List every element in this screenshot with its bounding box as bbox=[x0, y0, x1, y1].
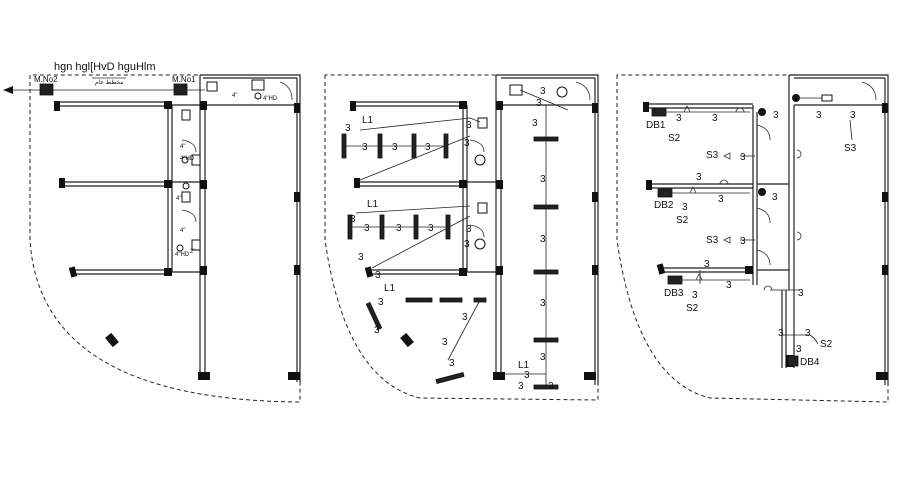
circuit-label: 3 bbox=[772, 192, 778, 203]
circuit-label: 3 bbox=[676, 113, 682, 124]
circuit-label: 3 bbox=[548, 381, 554, 392]
plan3-circuit-labels: 3 3 3 3 3 3 3 3 3 3 3 3 3 3 3 3 3 3 bbox=[676, 110, 856, 355]
light-label-l1-a: L1 bbox=[362, 115, 374, 126]
circuit-label: 3 bbox=[466, 224, 472, 235]
distribution-board-db3: DB3 bbox=[664, 275, 684, 299]
plan-3-distribution-layout: DB1 DB2 DB3 DB4 bbox=[616, 74, 889, 403]
pipe-label-6: 4" bbox=[176, 196, 181, 202]
light-label-l1-d: L1 bbox=[518, 360, 530, 371]
circuit-label: 3 bbox=[718, 194, 724, 205]
circuit-label: 3 bbox=[396, 223, 402, 234]
circuit-label: 3 bbox=[778, 328, 784, 339]
circuit-label: 3 bbox=[850, 110, 856, 121]
circuit-label: 3 bbox=[374, 325, 380, 336]
circuit-label: 3 bbox=[364, 223, 370, 234]
circuit-label: 3 bbox=[726, 280, 732, 291]
circuit-label: 3 bbox=[696, 172, 702, 183]
circuit-label: 3 bbox=[464, 138, 470, 149]
circuit-label: 3 bbox=[442, 337, 448, 348]
plan2-circuit-labels: 3 3 3 3 3 3 3 3 3 3 3 3 3 3 3 3 3 3 3 3 … bbox=[345, 86, 554, 392]
pipe-label-1: 4" bbox=[232, 93, 237, 99]
header-title: hgn hgl[HvD hguHlm bbox=[54, 61, 156, 73]
meter-no2-label: M.No2 bbox=[34, 75, 58, 84]
light-label-l1-c: L1 bbox=[384, 283, 396, 294]
circuit-label: 3 bbox=[345, 123, 351, 134]
circuit-label: 3 bbox=[378, 297, 384, 308]
circuit-label: 3 bbox=[466, 120, 472, 131]
plan-1-ground-layout: M.No2 M.No1 4" 4"HD 4" 4"HD 4" 4" 2" 4"H… bbox=[29, 74, 301, 403]
circuit-label: 3 bbox=[540, 234, 546, 245]
pipe-label-3: 4" bbox=[180, 144, 185, 150]
pipe-label-5: 4" bbox=[180, 228, 185, 234]
circuit-label: 3 bbox=[532, 118, 538, 129]
circuit-label: 3 bbox=[350, 214, 356, 225]
switch-label-s2-d: S2 bbox=[820, 339, 833, 350]
circuit-label: 3 bbox=[540, 352, 546, 363]
circuit-label: 3 bbox=[773, 110, 779, 121]
circuit-label: 3 bbox=[712, 113, 718, 124]
circuit-label: 3 bbox=[816, 110, 822, 121]
pipe-label-4: 4"HD bbox=[180, 156, 195, 162]
circuit-label: 3 bbox=[428, 223, 434, 234]
pipe-label-2: 4"HD bbox=[263, 96, 278, 102]
circuit-label: 3 bbox=[524, 370, 530, 381]
plan-2-lighting-layout: L1 L1 L1 L1 3 3 3 3 3 3 3 3 3 3 3 3 3 3 … bbox=[324, 74, 599, 401]
circuit-label: 3 bbox=[540, 86, 546, 97]
circuit-label: 3 bbox=[449, 358, 455, 369]
distribution-board-db4: DB4 bbox=[787, 355, 820, 368]
circuit-label: 3 bbox=[425, 142, 431, 153]
circuit-label: 3 bbox=[692, 290, 698, 301]
circuit-label: 3 bbox=[375, 270, 381, 281]
circuit-label: 3 bbox=[392, 142, 398, 153]
circuit-label: 3 bbox=[536, 98, 542, 109]
db3-label: DB3 bbox=[664, 288, 684, 299]
circuit-label: 3 bbox=[462, 312, 468, 323]
switch-label-s3-b: S3 bbox=[706, 235, 719, 246]
circuit-label: 3 bbox=[518, 381, 524, 392]
meter-no2: M.No2 bbox=[34, 75, 58, 96]
distribution-board-db2: DB2 bbox=[654, 188, 674, 211]
db4-label: DB4 bbox=[800, 357, 820, 368]
light-label-l1-b: L1 bbox=[367, 199, 379, 210]
circuit-label: 3 bbox=[798, 288, 804, 299]
circuit-label: 3 bbox=[358, 252, 364, 263]
circuit-label: 3 bbox=[540, 298, 546, 309]
switch-label-s3-c: S3 bbox=[844, 143, 857, 154]
meter-no1: M.No1 bbox=[172, 75, 196, 96]
meter-no1-label: M.No1 bbox=[172, 75, 196, 84]
header-subtitle: ﻣﺨﻄﻂ ﻋﺎﻡ bbox=[95, 79, 124, 86]
switch-label-s2-b: S2 bbox=[676, 215, 689, 226]
circuit-label: 3 bbox=[540, 174, 546, 185]
circuit-label: 3 bbox=[464, 239, 470, 250]
pipe-label-7: 2" bbox=[190, 249, 195, 255]
circuit-label: 3 bbox=[796, 344, 802, 355]
circuit-label: 3 bbox=[704, 259, 710, 270]
circuit-label: 3 bbox=[682, 202, 688, 213]
arrow-left-icon bbox=[3, 86, 13, 94]
switch-label-s3-a: S3 bbox=[706, 150, 719, 161]
pipe-label-8: 4"HD bbox=[175, 252, 190, 258]
circuit-label: 3 bbox=[740, 236, 746, 247]
circuit-label: 3 bbox=[740, 152, 746, 163]
switch-label-s2-a: S2 bbox=[668, 133, 681, 144]
db1-label: DB1 bbox=[646, 120, 666, 131]
circuit-label: 3 bbox=[805, 328, 811, 339]
switch-label-s2-c: S2 bbox=[686, 303, 699, 314]
circuit-label: 3 bbox=[362, 142, 368, 153]
db2-label: DB2 bbox=[654, 200, 674, 211]
